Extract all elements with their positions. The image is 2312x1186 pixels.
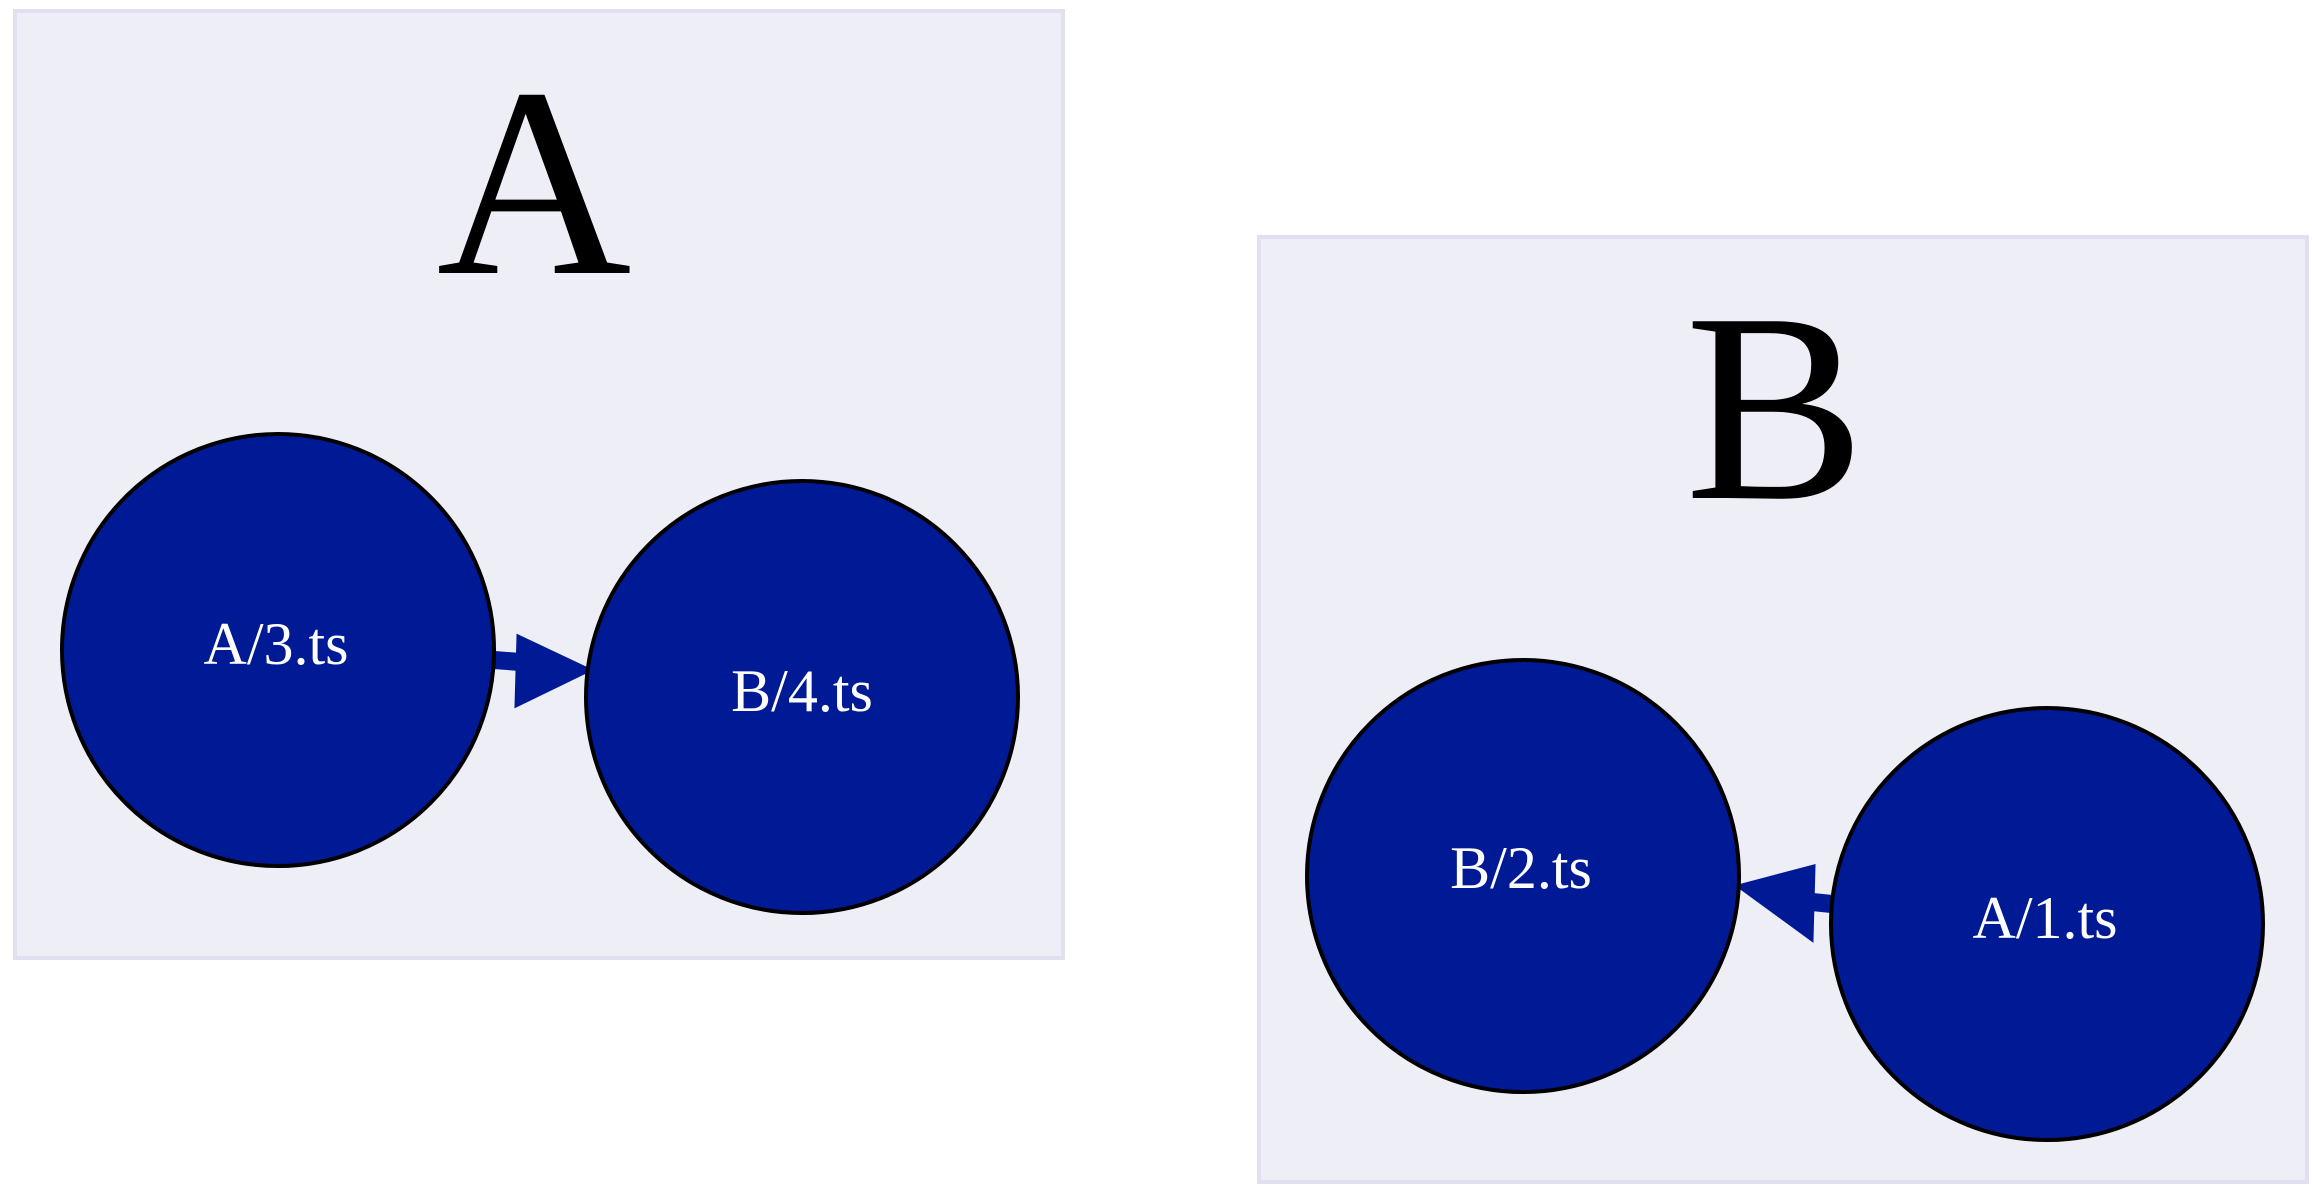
edge-a3-to-b4 bbox=[493, 633, 594, 709]
node-b2-circle[interactable] bbox=[1305, 658, 1741, 1094]
node-a1-label: A/1.ts bbox=[1972, 885, 2117, 951]
node-a3[interactable]: A/3.ts bbox=[60, 432, 496, 868]
node-a3-label: A/3.ts bbox=[203, 611, 348, 677]
node-b4-circle[interactable] bbox=[584, 479, 1020, 915]
cluster-a-title: A bbox=[437, 33, 632, 332]
edge-a1-to-b2-line bbox=[1811, 893, 1833, 913]
node-b4-label: B/4.ts bbox=[731, 658, 873, 724]
node-b4[interactable]: B/4.ts bbox=[584, 479, 1020, 915]
edge-a3-to-b4-line bbox=[493, 651, 521, 671]
cluster-b-title: B bbox=[1685, 258, 1865, 557]
edge-a1-to-b2 bbox=[1734, 864, 1833, 943]
node-a3-circle[interactable] bbox=[60, 432, 496, 868]
node-b2-label: B/2.ts bbox=[1450, 835, 1592, 901]
edge-a3-to-b4-arrowhead bbox=[514, 633, 594, 709]
node-a1[interactable]: A/1.ts bbox=[1829, 706, 2265, 1142]
edge-a1-to-b2-arrowhead bbox=[1734, 864, 1816, 943]
node-a1-circle[interactable] bbox=[1829, 706, 2265, 1142]
node-b2[interactable]: B/2.ts bbox=[1305, 658, 1741, 1094]
